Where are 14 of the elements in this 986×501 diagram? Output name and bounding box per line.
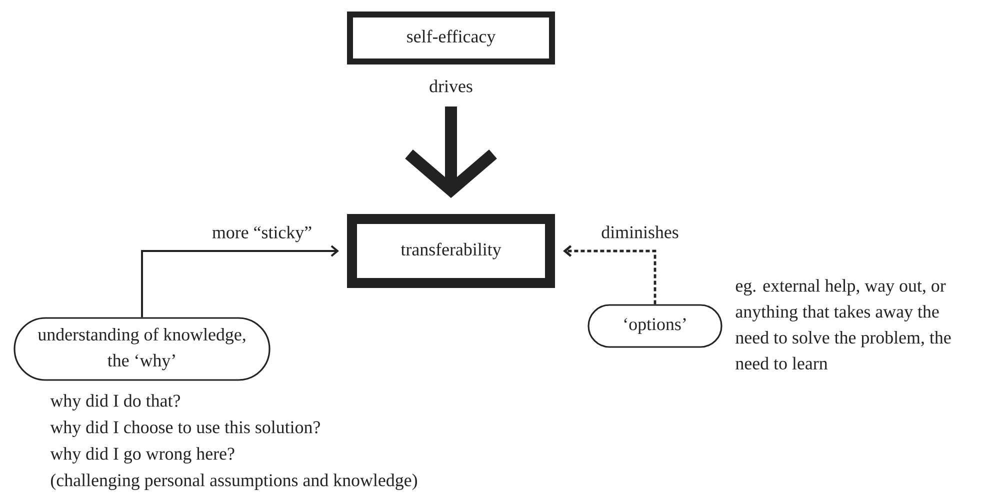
process-box: self-efficacy <box>347 12 555 64</box>
rounded-box: understanding of knowledge, the ‘why’ <box>14 317 270 381</box>
arrow <box>563 245 656 304</box>
arrow <box>141 245 339 318</box>
process-box: transferability <box>347 214 555 288</box>
rounded-box: ‘options’ <box>588 304 722 348</box>
edge-label: drives <box>428 78 474 94</box>
note-text: why did I choose to use this solution? <box>50 420 320 437</box>
edge-label: diminishes <box>600 224 680 240</box>
edge-label: more “sticky” <box>210 224 314 244</box>
note-text: eg. external help, way out, or anything that takes away the need to solve the problem, the need to learn <box>736 279 951 370</box>
note-text: (challenging personal assumptions and knowledge) <box>51 474 417 490</box>
note-text: why did I do that? <box>50 394 180 410</box>
note-text: why did I go wrong here? <box>50 447 234 464</box>
